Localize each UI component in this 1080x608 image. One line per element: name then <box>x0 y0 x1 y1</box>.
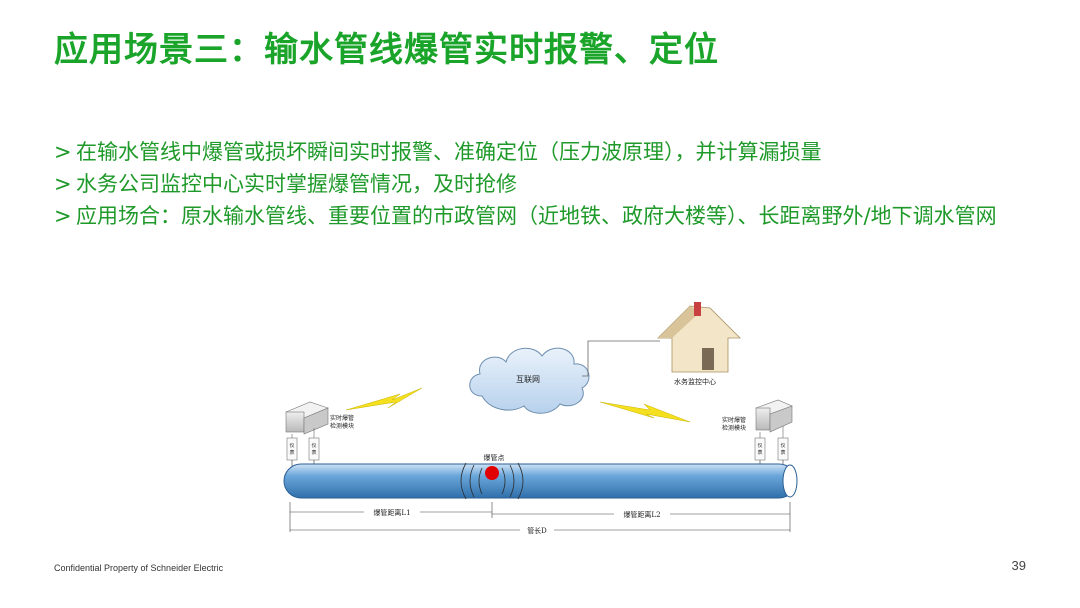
network-link-line <box>582 340 660 377</box>
bullet-item: > 水务公司监控中心实时掌握爆管情况，及时抢修 <box>54 168 1034 200</box>
svg-text:表: 表 <box>780 449 785 456</box>
distance-l2-label: 爆管距离L2 <box>623 510 660 519</box>
confidential-footer: Confidential Property of Schneider Elect… <box>54 563 224 573</box>
sensor-icon: 仪 表 <box>286 437 298 466</box>
right-detection-module-icon <box>755 399 793 433</box>
bullet-marker: > <box>54 204 72 228</box>
house-label: 水务监控中心 <box>674 377 716 386</box>
bullet-item: > 应用场合：原水输水管线、重要位置的市政管网（近地铁、政府大楼等）、长距离野外… <box>54 200 1034 232</box>
bullet-list: > 在输水管线中爆管或损坏瞬间实时报警、准确定位（压力波原理），并计算漏损量 >… <box>54 136 1034 232</box>
cloud-label: 互联网 <box>516 375 540 384</box>
left-module-label: 实时爆管 <box>330 414 354 422</box>
svg-text:仪: 仪 <box>289 443 294 449</box>
svg-text:表: 表 <box>311 449 316 456</box>
sensor-icon: 仪 表 <box>308 437 320 466</box>
left-module-label: 检测模块 <box>330 422 354 430</box>
burst-point-label: 爆管点 <box>484 453 505 462</box>
right-module-label: 实时爆管 <box>722 416 746 424</box>
page-number: 39 <box>1011 558 1026 573</box>
sensor-icon: 仪 表 <box>754 437 766 466</box>
lightning-icon <box>599 401 691 423</box>
bullet-text: 应用场合：原水输水管线、重要位置的市政管网（近地铁、政府大楼等）、长距离野外/地… <box>76 204 997 228</box>
bullet-marker: > <box>54 140 72 164</box>
house-icon <box>657 302 741 373</box>
water-pipe <box>283 463 798 499</box>
bullet-text: 在输水管线中爆管或损坏瞬间实时报警、准确定位（压力波原理），并计算漏损量 <box>76 140 822 164</box>
internet-cloud-icon <box>469 347 590 414</box>
bullet-text: 水务公司监控中心实时掌握爆管情况，及时抢修 <box>76 172 517 196</box>
burst-point-marker <box>485 466 499 480</box>
distance-l1-label: 爆管距离L1 <box>373 508 410 517</box>
lightning-icon <box>345 387 423 411</box>
left-detection-module-icon <box>285 401 329 435</box>
bullet-marker: > <box>54 172 72 196</box>
right-module-label: 检测模块 <box>722 424 746 432</box>
sensor-icon: 仪 表 <box>777 437 789 466</box>
bullet-item: > 在输水管线中爆管或损坏瞬间实时报警、准确定位（压力波原理），并计算漏损量 <box>54 136 1034 168</box>
slide-title: 应用场景三：输水管线爆管实时报警、定位 <box>54 30 719 70</box>
svg-text:表: 表 <box>757 449 762 456</box>
pressure-wave-icon <box>460 462 524 500</box>
pipe-burst-diagram: 互联网 水务监控中心 实时爆管 检测模块 仪 表 仪 表 实时爆管 检 <box>283 302 798 535</box>
svg-text:表: 表 <box>289 449 294 456</box>
svg-text:仪: 仪 <box>311 443 316 449</box>
dimension-lines <box>289 502 791 532</box>
svg-text:仪: 仪 <box>780 443 785 449</box>
pipe-length-label: 管长D <box>527 526 547 535</box>
svg-text:仪: 仪 <box>757 443 762 449</box>
